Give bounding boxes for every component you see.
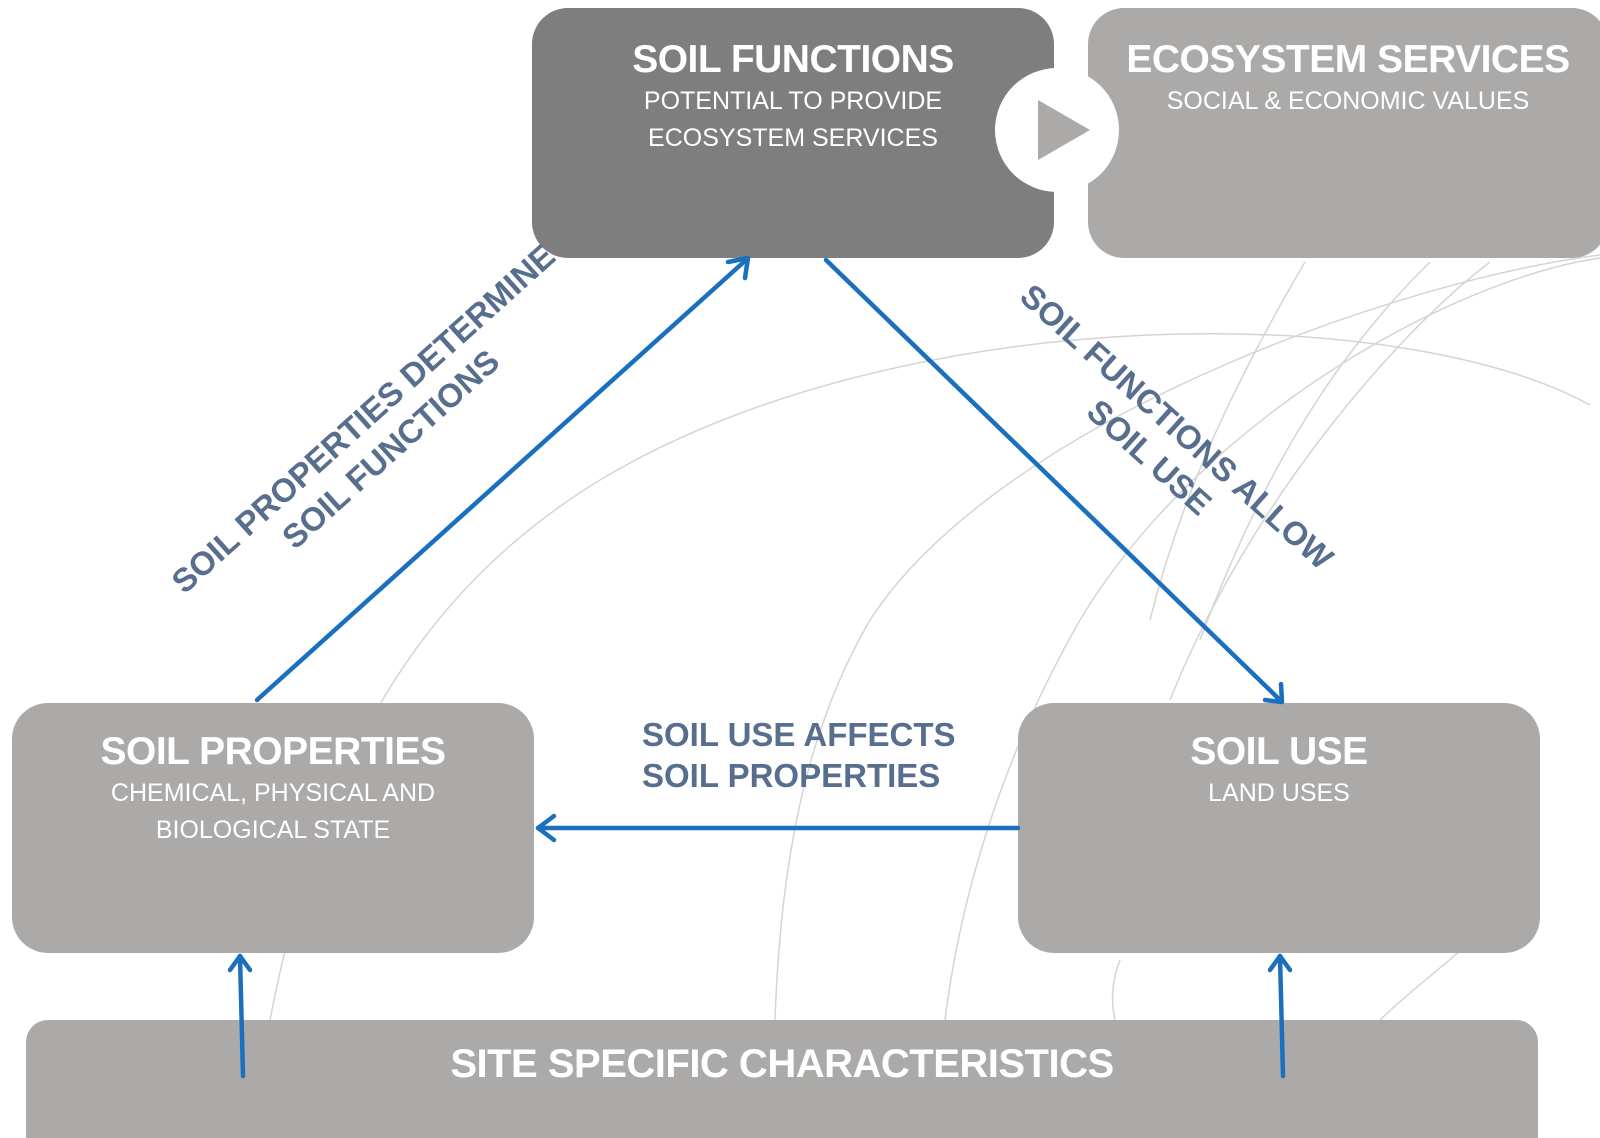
ecosystem-services-node: ECOSYSTEM SERVICES SOCIAL & ECONOMIC VAL… [1088, 8, 1600, 258]
node-subtitle: LAND USES [1208, 778, 1350, 807]
soil-use-node: SOIL USE LAND USES [1018, 703, 1540, 953]
edge-label-line: SOIL PROPERTIES [642, 757, 941, 795]
arrow-use-to-properties [535, 813, 1021, 843]
globe-arc [1169, 261, 1491, 701]
arrow-site-to-properties [227, 953, 253, 1079]
node-title: SOIL USE [1190, 730, 1368, 773]
node-title: SOIL FUNCTIONS [632, 38, 954, 81]
node-subtitle: ECOSYSTEM SERVICES [648, 124, 938, 153]
globe-arc [1111, 959, 1121, 1021]
play-icon [995, 68, 1119, 192]
arrow-functions-to-use [823, 257, 1285, 705]
node-subtitle: CHEMICAL, PHYSICAL AND [110, 778, 436, 807]
arrow-properties-to-functions [254, 255, 751, 703]
globe-arc [944, 257, 1600, 1021]
play-triangle [1038, 100, 1090, 160]
edge-label-line: SOIL USE AFFECTS [642, 716, 956, 753]
site-specific-node: SITE SPECIFIC CHARACTERISTICS [26, 1020, 1538, 1138]
globe-arc [774, 254, 1600, 1021]
node-title: SOIL PROPERTIES [100, 730, 446, 773]
globe-arc [1149, 261, 1306, 621]
node-title: ECOSYSTEM SERVICES [1126, 38, 1570, 81]
node-subtitle: SOCIAL & ECONOMIC VALUES [1166, 86, 1530, 115]
soil-functions-node: SOIL FUNCTIONS POTENTIAL TO PROVIDE ECOS… [532, 8, 1054, 258]
edge-label-use-affects-properties: SOIL USE AFFECTS SOIL PROPERTIES [642, 714, 956, 797]
arrow-site-to-use [1267, 953, 1293, 1079]
globe-arc [1199, 261, 1431, 641]
node-title: SITE SPECIFIC CHARACTERISTICS [450, 1042, 1114, 1086]
node-subtitle: BIOLOGICAL STATE [155, 816, 391, 845]
soil-properties-node: SOIL PROPERTIES CHEMICAL, PHYSICAL AND B… [12, 703, 534, 953]
node-subtitle: POTENTIAL TO PROVIDE [643, 86, 943, 115]
